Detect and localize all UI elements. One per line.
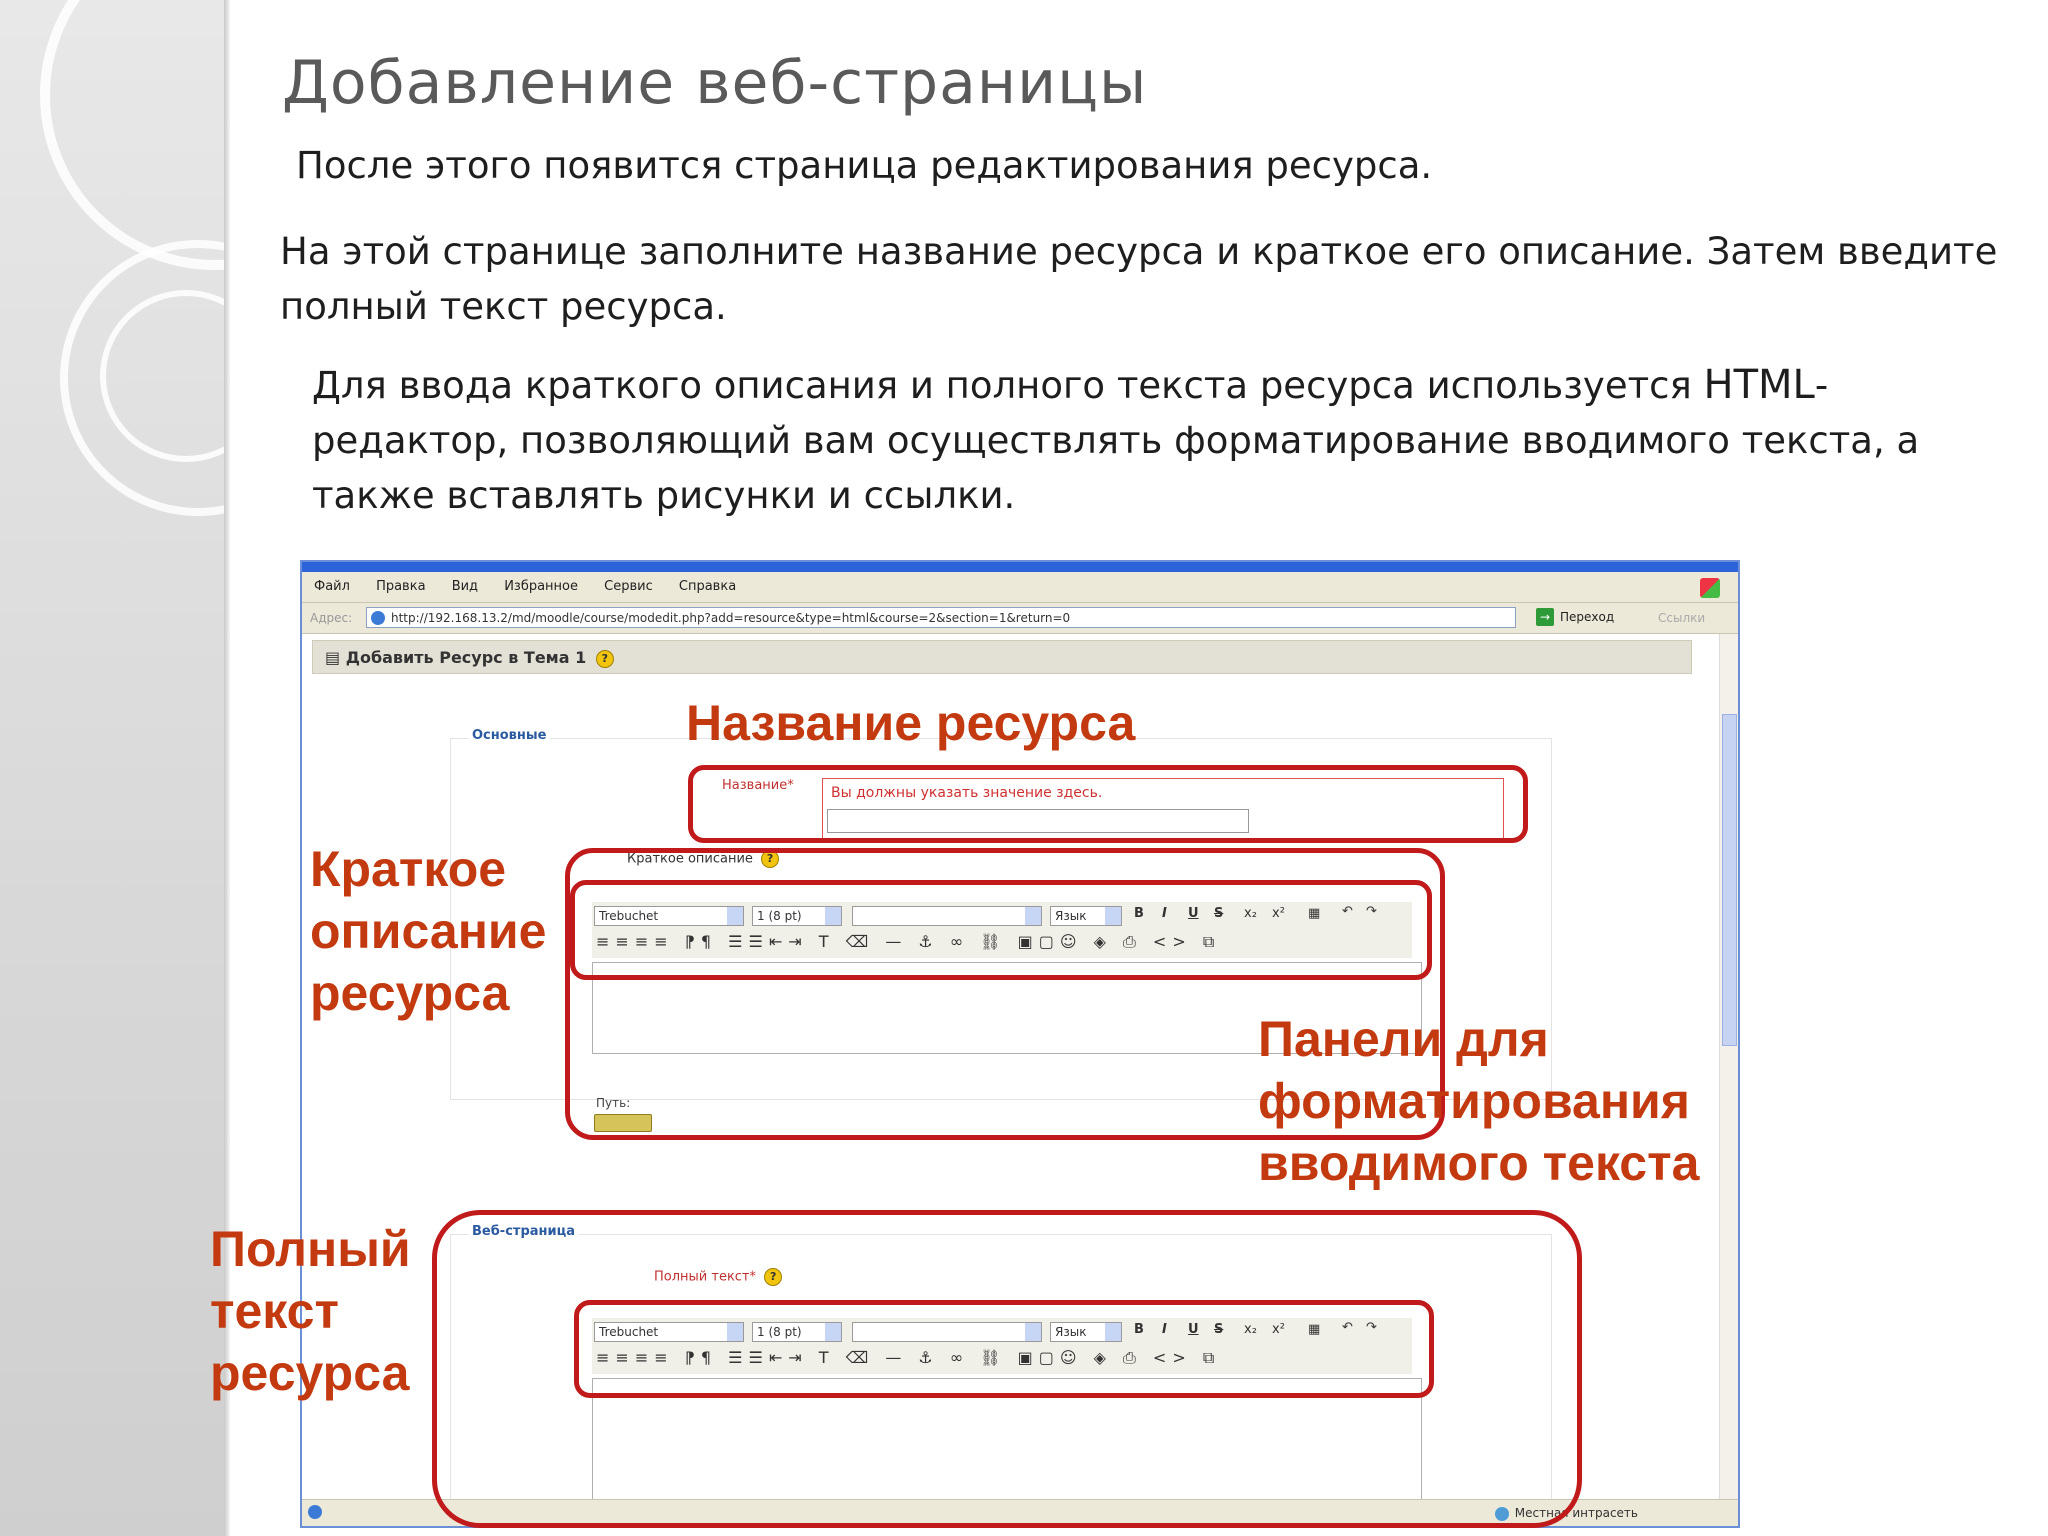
browser-statusbar: Местная интрасеть — [302, 1499, 1738, 1526]
fieldset-general — [450, 738, 1552, 1100]
name-field-error-box: Вы должны указать значение здесь. — [822, 778, 1504, 842]
callout-fulltext-editor — [432, 1210, 1582, 1528]
size-select[interactable]: 1 (8 pt) — [752, 906, 842, 926]
size-select[interactable]: 1 (8 pt) — [752, 1322, 842, 1342]
slide-sidebar — [0, 0, 390, 1536]
browser-addressbar: Адрес: http://192.168.13.2/md/moodle/cou… — [302, 603, 1738, 634]
italic-button[interactable]: I — [1162, 906, 1167, 921]
callout-name-field — [688, 765, 1528, 843]
decorative-circle — [60, 240, 336, 516]
superscript-button[interactable]: x² — [1272, 906, 1285, 921]
doc-icon: ▤ — [325, 648, 341, 667]
decorative-circle — [100, 290, 272, 462]
menu-file[interactable]: Файл — [314, 579, 350, 594]
go-button[interactable]: → Переход — [1536, 608, 1614, 626]
lang-select[interactable]: Язык — [1050, 906, 1122, 926]
slide-title: Добавление веб-страницы — [282, 48, 1148, 118]
menu-favorites[interactable]: Избранное — [504, 579, 579, 594]
formatting-icons-row[interactable]: ≡≡≡≡ ⁋¶ ☰☰⇤⇥ T ⌫ — ⚓ ∞ ⛓ ▣▢☺ ◈ ⎙ <> ⧉ — [596, 932, 1221, 951]
annotation-fulltext: Полный текст ресурса — [210, 1221, 411, 1401]
name-label: Название* — [722, 778, 794, 793]
summary-editor-toolbar: Trebuchet 1 (8 pt) Язык B I U S x₂ x² ▦ … — [592, 902, 1412, 958]
superscript-button[interactable]: x² — [1272, 1322, 1285, 1337]
bold-button[interactable]: B — [1134, 1322, 1144, 1337]
legend-general: Основные — [468, 728, 551, 743]
windows-logo-icon — [1700, 578, 1720, 598]
underline-button[interactable]: U — [1188, 1322, 1199, 1337]
paragraph-instructions: На этой странице заполните название ресу… — [280, 230, 1998, 328]
name-error-message: Вы должны указать значение здесь. — [831, 785, 1103, 801]
annotation-panels: Панели для форматирования вводимого текс… — [1258, 1011, 1700, 1191]
paragraph-editor-info-part2: -редактор, позволяющий вам осуществлять … — [312, 364, 1920, 517]
style-select[interactable] — [852, 906, 1042, 926]
italic-button[interactable]: I — [1162, 1322, 1167, 1337]
callout-summary-toolbar — [570, 880, 1432, 980]
vertical-scrollbar[interactable] — [1719, 634, 1738, 1500]
strike-button[interactable]: S — [1214, 906, 1224, 921]
paragraph-intro: После этого появится страница редактиров… — [296, 144, 1433, 187]
fieldset-webpage — [450, 1234, 1552, 1526]
address-label: Адрес: — [310, 611, 353, 625]
subscript-button[interactable]: x₂ — [1244, 1322, 1257, 1337]
paragraph-editor-info: Для ввода краткого описания и полного те… — [312, 358, 2002, 523]
page-heading: ▤ Добавить Ресурс в Тема 1 ? — [312, 640, 1692, 674]
clean-icon[interactable]: ▦ — [1308, 906, 1321, 921]
fulltext-label-text: Полный текст* — [654, 1269, 757, 1285]
clean-icon[interactable]: ▦ — [1308, 1322, 1321, 1337]
address-url: http://192.168.13.2/md/moodle/course/mod… — [391, 611, 1071, 625]
legend-webpage: Веб-страница — [468, 1224, 580, 1239]
bold-button[interactable]: B — [1134, 906, 1144, 921]
path-label: Путь: — [596, 1096, 631, 1110]
address-input[interactable]: http://192.168.13.2/md/moodle/course/mod… — [366, 607, 1516, 628]
menu-help[interactable]: Справка — [678, 579, 737, 594]
fulltext-editor-toolbar: Trebuchet 1 (8 pt) Язык B I U S x₂ x² ▦ … — [592, 1318, 1412, 1374]
paragraph-editor-info-html: HTML — [1703, 362, 1815, 408]
undo-icon[interactable]: ↶ — [1342, 1320, 1353, 1335]
links-label[interactable]: Ссылки — [1658, 611, 1706, 625]
callout-fulltext-toolbar — [574, 1300, 1434, 1398]
browser-titlebar — [302, 562, 1738, 572]
help-icon[interactable]: ? — [764, 1268, 783, 1286]
sidebar-edge — [224, 0, 230, 1536]
strike-button[interactable]: S — [1214, 1322, 1224, 1337]
menu-view[interactable]: Вид — [451, 579, 479, 594]
globe-icon — [1494, 1506, 1509, 1521]
font-select[interactable]: Trebuchet — [594, 906, 744, 926]
underline-button[interactable]: U — [1188, 906, 1199, 921]
summary-label-text: Краткое описание — [627, 851, 753, 867]
style-select[interactable] — [852, 1322, 1042, 1342]
name-input[interactable] — [827, 809, 1249, 833]
summary-label: Краткое описание ? — [627, 850, 780, 868]
annotation-name: Название ресурса — [686, 695, 1136, 751]
page-icon — [371, 611, 385, 625]
annotation-summary: Краткое описание ресурса — [310, 841, 547, 1021]
status-page-icon — [308, 1505, 322, 1519]
formatting-icons-row[interactable]: ≡≡≡≡ ⁋¶ ☰☰⇤⇥ T ⌫ — ⚓ ∞ ⛓ ▣▢☺ ◈ ⎙ <> ⧉ — [596, 1348, 1221, 1367]
subscript-button[interactable]: x₂ — [1244, 906, 1257, 921]
font-select[interactable]: Trebuchet — [594, 1322, 744, 1342]
browser-menubar: Файл Правка Вид Избранное Сервис Справка — [302, 572, 1738, 603]
menu-tools[interactable]: Сервис — [604, 579, 653, 594]
lang-select[interactable]: Язык — [1050, 1322, 1122, 1342]
redo-icon[interactable]: ↷ — [1366, 1320, 1377, 1335]
callout-summary-editor — [565, 848, 1445, 1140]
redo-icon[interactable]: ↷ — [1366, 904, 1377, 919]
go-arrow-icon: → — [1536, 608, 1554, 626]
page-heading-text: Добавить Ресурс в Тема 1 — [345, 648, 587, 667]
editor-resize-grip[interactable] — [594, 1114, 652, 1132]
undo-icon[interactable]: ↶ — [1342, 904, 1353, 919]
browser-screenshot: Файл Правка Вид Избранное Сервис Справка… — [300, 560, 1740, 1528]
menu-edit[interactable]: Правка — [376, 579, 426, 594]
paragraph-editor-info-part1: Для ввода краткого описания и полного те… — [312, 364, 1704, 407]
help-icon[interactable]: ? — [595, 649, 614, 668]
fulltext-label: Полный текст* ? — [654, 1268, 783, 1286]
go-label: Переход — [1560, 610, 1615, 624]
scrollbar-thumb[interactable] — [1722, 714, 1737, 1046]
